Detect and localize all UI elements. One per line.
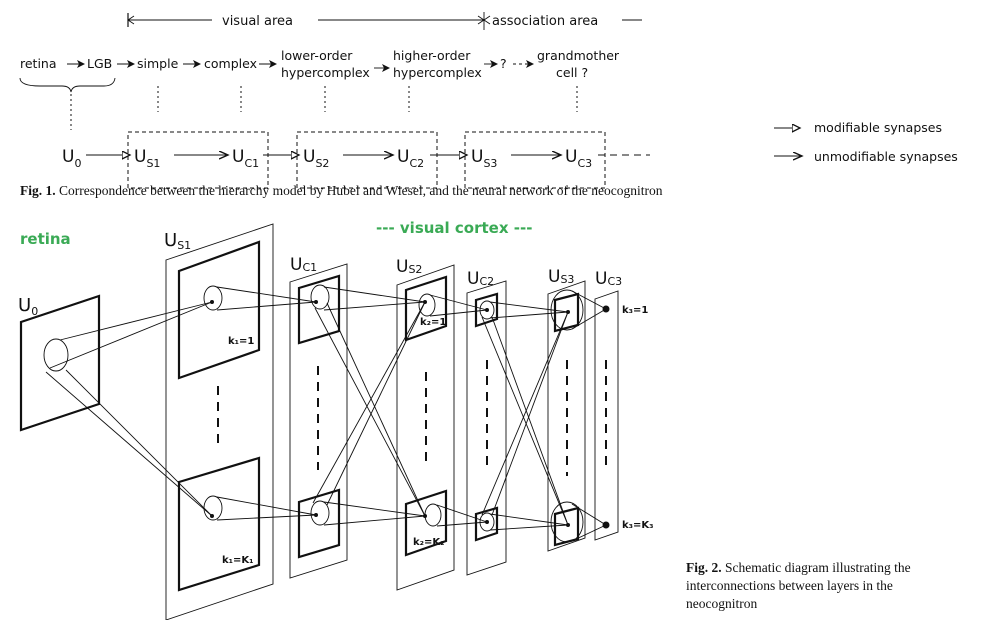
- net-u0: U0: [62, 147, 81, 170]
- plane-label-k2-first: k₂=1: [420, 317, 446, 328]
- visual-area-label: visual area: [222, 14, 293, 29]
- net-us1: US1: [134, 147, 160, 170]
- grandmother-line1: grandmother: [537, 48, 620, 63]
- visual-area-bracket: visual area association area: [127, 12, 642, 30]
- layer-frame-us3: [547, 280, 586, 552]
- plane-uc1-first: [297, 274, 341, 345]
- layer-frame-us2: [396, 264, 455, 591]
- net-uc1: UC1: [232, 147, 259, 170]
- layer-frame-uc3: [594, 290, 619, 541]
- fig1: visual area association area retina LGB …: [19, 12, 958, 198]
- rf-us2-last: [424, 503, 442, 527]
- correspondence-lines: [70, 86, 578, 130]
- rf-uc1-first: [310, 284, 330, 310]
- complex-stage: complex: [204, 56, 257, 71]
- legend-modifiable: modifiable synapses: [814, 120, 942, 135]
- plane-label-k3-first: k₃=1: [622, 305, 648, 316]
- net-uc3: UC3: [565, 147, 592, 170]
- layer-frame-uc1: [289, 263, 348, 579]
- layer-frame-us1: [165, 223, 274, 620]
- rf-us1-first: [203, 285, 223, 311]
- connections: [45, 286, 607, 542]
- layer-frame-uc2: [466, 280, 507, 576]
- retina-annotation: retina: [20, 230, 71, 248]
- net-us3: US3: [471, 147, 497, 170]
- association-area-label: association area: [492, 14, 598, 29]
- rf-uc1-last: [310, 500, 330, 526]
- unknown-stage: ?: [500, 56, 507, 71]
- rf-u0: [43, 338, 69, 372]
- layer-label-us2: US2: [396, 257, 422, 277]
- retina-lgb-brace: [19, 77, 116, 93]
- plane-us1-last: [177, 456, 261, 592]
- plane-uc2-first: [474, 292, 499, 328]
- hierarchy-row: retina LGB simple complex lower-order hy…: [19, 48, 620, 93]
- fig2-caption-line1: Fig. 2. Schematic diagram illustrating t…: [686, 560, 911, 575]
- net-us2: US2: [303, 147, 329, 170]
- plane-label-k1-last: k₁=K₁: [222, 555, 254, 566]
- retina-stage: retina: [20, 56, 57, 71]
- rf-uc2-first: [479, 300, 495, 320]
- fig2: retina --- visual cortex --- U0 US1 UC1 …: [18, 219, 911, 620]
- fig2-caption-line3: neocognitron: [686, 596, 757, 611]
- plane-u0: [19, 294, 101, 432]
- net-uc2: UC2: [397, 147, 424, 170]
- simple-stage: simple: [137, 56, 179, 71]
- plane-us2-first: [404, 275, 448, 342]
- plane-uc2-last: [474, 506, 499, 542]
- higher-order-line2: hypercomplex: [393, 65, 482, 80]
- fig1-caption: Fig. 1. Correspondence between the hiera…: [20, 183, 663, 198]
- plane-us1-first: [177, 240, 261, 380]
- lower-order-line1: lower-order: [281, 48, 353, 63]
- plane-label-k3-last: k₃=K₃: [622, 520, 654, 531]
- layer-label-us1: US1: [164, 230, 191, 252]
- plane-us2-last: [404, 489, 448, 557]
- rf-us2-first: [418, 293, 436, 317]
- layer-label-uc3: UC3: [595, 269, 622, 289]
- lgb-stage: LGB: [87, 56, 112, 71]
- layer-label-us3: US3: [548, 267, 574, 287]
- higher-order-line1: higher-order: [393, 48, 471, 63]
- fig2-caption: Fig. 2. Schematic diagram illustrating t…: [686, 560, 911, 611]
- network-row: U0 US1 UC1 US2 UC2 US3 UC3: [62, 147, 650, 170]
- layer-label-u0: U0: [18, 295, 38, 318]
- fig2-caption-line2: interconnections between layers in the: [686, 578, 893, 593]
- lower-order-line2: hypercomplex: [281, 65, 370, 80]
- layer-label-uc1: UC1: [290, 255, 317, 275]
- plane-label-k2-last: k₂=K₂: [413, 537, 445, 548]
- plane-uc1-last: [297, 488, 341, 559]
- legend-unmodifiable: unmodifiable synapses: [814, 149, 958, 164]
- visual-cortex-annotation: --- visual cortex ---: [376, 219, 532, 237]
- grandmother-line2: cell ?: [556, 65, 588, 80]
- rf-us3-last: [550, 501, 584, 543]
- synapse-legend: modifiable synapses unmodifiable synapse…: [774, 120, 958, 164]
- layer-label-uc2: UC2: [467, 269, 494, 289]
- plane-label-k1-first: k₁=1: [228, 336, 254, 347]
- rf-uc2-last: [479, 512, 495, 532]
